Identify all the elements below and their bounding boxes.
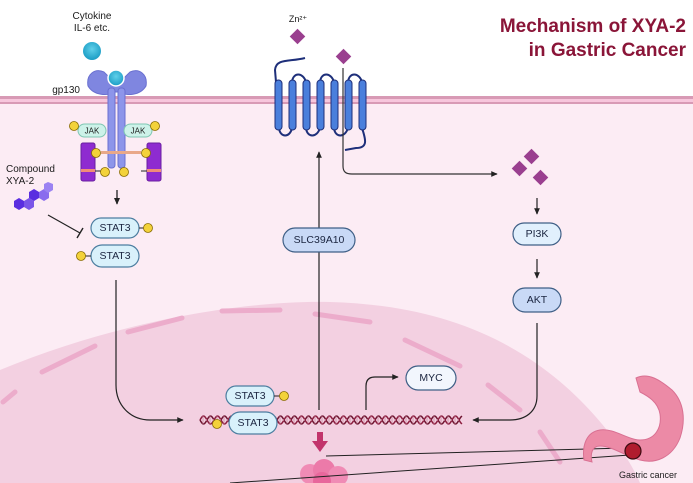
cytokine-molecule-icon xyxy=(83,42,101,60)
slc39a10-node: SLC39A10 xyxy=(282,227,356,253)
connector-line xyxy=(229,454,631,483)
pi3k-node: PI3K xyxy=(512,222,562,246)
receptor-intracellular-domains xyxy=(80,142,162,182)
gp130-label: gp130 xyxy=(52,85,80,96)
nuclear-stat3-bottom: STAT3 xyxy=(237,417,268,429)
jak-right-label: JAK xyxy=(131,127,146,136)
compound-label: Compound xyxy=(6,164,55,175)
stat3-dimer-nucleus: STAT3 STAT3 xyxy=(212,385,289,435)
nucleus xyxy=(0,301,640,483)
pi3k-label: PI3K xyxy=(526,228,549,240)
phospho-icon xyxy=(143,223,153,233)
phospho-icon xyxy=(150,121,160,131)
arrow-akt-to-dna xyxy=(472,323,538,423)
jak-left-label: JAK xyxy=(85,127,100,136)
nuclear-stat3-top: STAT3 xyxy=(234,390,265,402)
tumor-site-icon xyxy=(624,442,642,460)
myc-node: MYC xyxy=(405,365,457,391)
gastric-cancer-label: Gastric cancer xyxy=(619,470,677,480)
akt-label: AKT xyxy=(527,294,548,306)
zinc-cluster-icon xyxy=(511,148,549,186)
akt-node: AKT xyxy=(512,287,562,313)
stat3-dimer-cytoplasm: STAT3 STAT3 xyxy=(76,217,153,268)
stat3-bottom: STAT3 xyxy=(99,250,130,262)
phospho-icon xyxy=(279,391,289,401)
arrow-stat3-to-nucleus xyxy=(115,280,184,423)
myc-label: MYC xyxy=(419,372,443,384)
zinc-label: Zn²⁺ xyxy=(289,14,308,24)
cytokine-sublabel: IL-6 etc. xyxy=(74,23,110,34)
tumor-growth-arrow xyxy=(312,432,328,452)
arrow-zinc-influx xyxy=(342,68,498,177)
cytokine-label: Cytokine xyxy=(73,11,112,22)
stomach-icon xyxy=(583,375,684,463)
title-line-2: in Gastric Cancer xyxy=(529,40,687,61)
title-line-1: Mechanism of XYA-2 xyxy=(500,16,686,37)
connector-line xyxy=(325,447,626,457)
jak-left: JAK xyxy=(69,121,107,138)
inhibition-arrow xyxy=(47,214,84,239)
slc39a10-transporter-icon xyxy=(273,57,367,151)
phospho-icon xyxy=(212,419,222,429)
stat3-top: STAT3 xyxy=(99,222,130,234)
arrow-dna-to-myc xyxy=(365,374,399,410)
compound-xya2-icon xyxy=(14,182,53,210)
jak-right: JAK xyxy=(123,121,160,138)
tumor-mass-icon xyxy=(300,459,348,483)
phospho-icon xyxy=(76,251,86,261)
compound-sublabel: XYA-2 xyxy=(6,176,35,187)
slc39a10-label: SLC39A10 xyxy=(294,234,345,246)
phospho-icon xyxy=(69,121,79,131)
